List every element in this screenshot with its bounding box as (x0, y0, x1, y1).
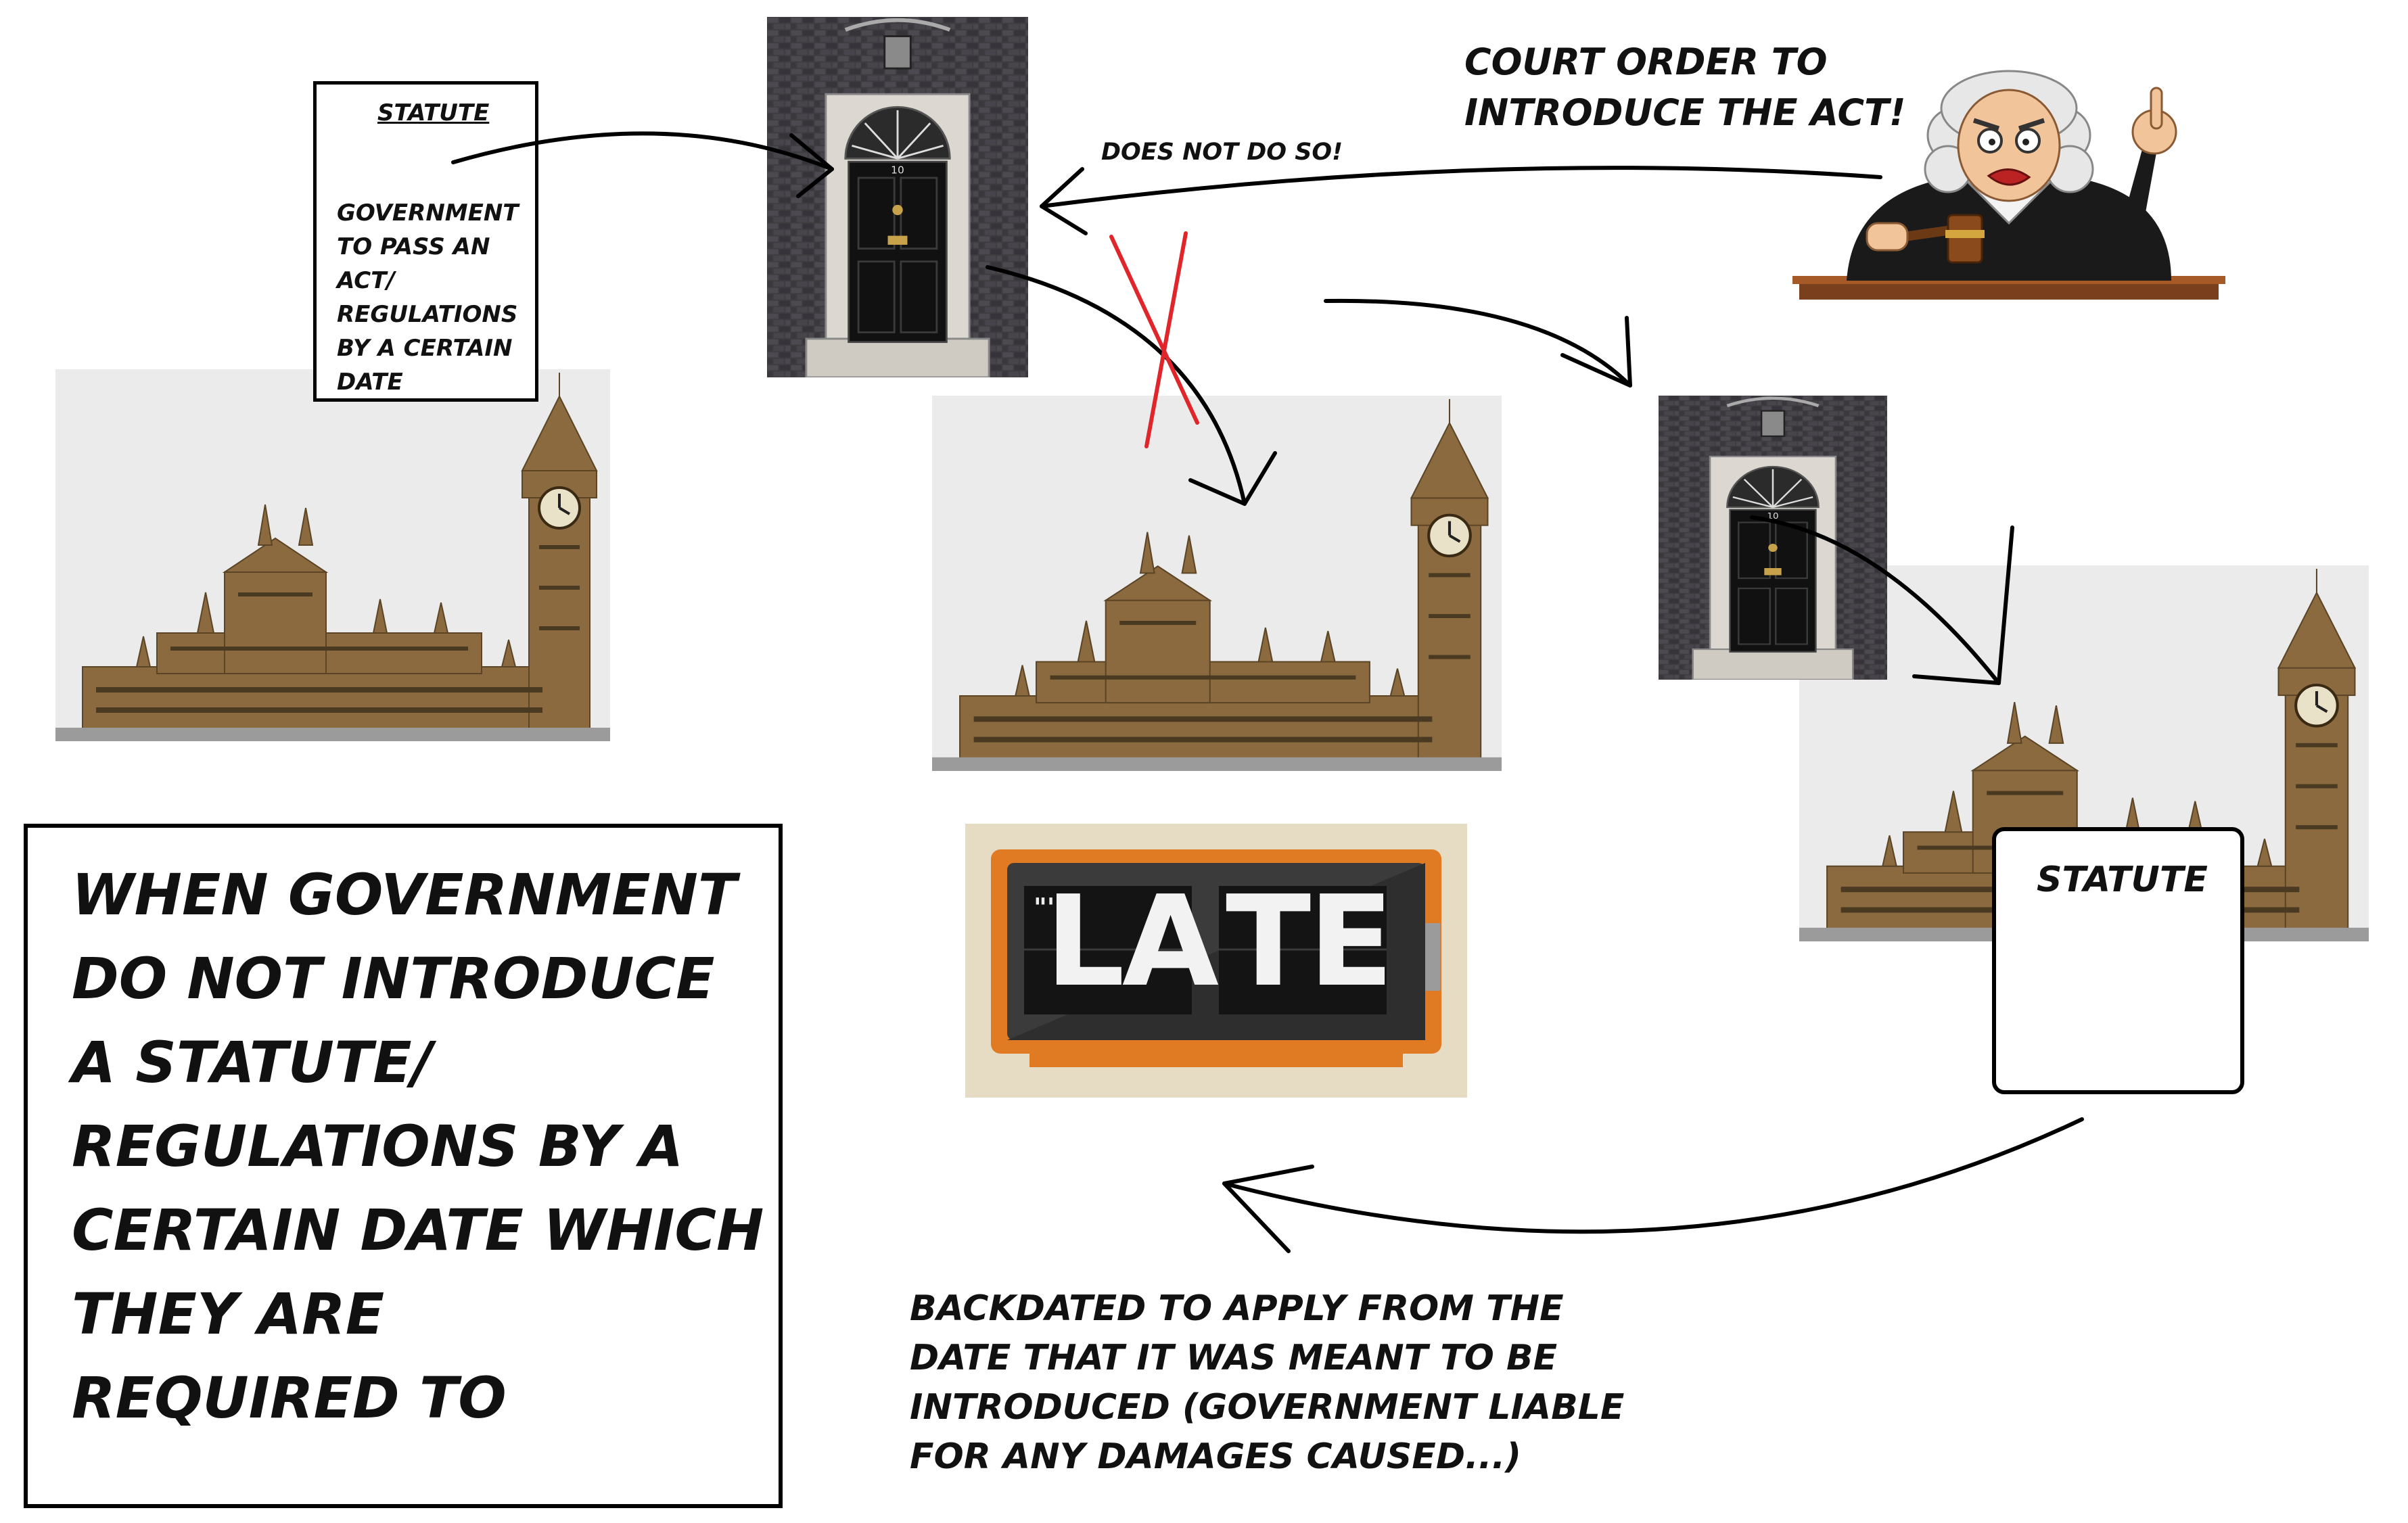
statute-note-line: BY A CERTAIN (337, 335, 512, 362)
statute-note-line: GOVERNMENT (337, 200, 518, 227)
arrow-judge-to-door (1042, 168, 1880, 206)
summary-line: REQUIRED TO (72, 1365, 507, 1431)
arrow-statute-to-late-head (1224, 1167, 1312, 1251)
does-not-do-so-label: DOES NOT DO SO! (1101, 139, 1343, 166)
statute-box: STATUTE (1992, 827, 2244, 1094)
statute-box-title: STATUTE (2037, 860, 2208, 900)
summary-line: A STATUTE/ (72, 1029, 432, 1096)
parliament-image-left (55, 369, 610, 741)
red-cross-line (1111, 237, 1197, 423)
court-order-line: COURT ORDER TO (1464, 41, 1828, 83)
arrow-judge-to-door-head (1042, 169, 1086, 233)
parliament-image-middle (932, 396, 1502, 771)
court-order-line: INTRODUCE THE ACT! (1464, 91, 1906, 134)
summary-line: DO NOT INTRODUCE (72, 945, 715, 1012)
arrow-court-to-second-door-head (1562, 318, 1630, 385)
statute-note-line: REGULATIONS (337, 301, 517, 328)
statute-note: STATUTE GOVERNMENT TO PASS AN ACT/ REGUL… (313, 81, 538, 402)
statute-note-line: DATE (337, 369, 403, 396)
backdated-line: DATE THAT IT WAS MEANT TO BE (910, 1338, 1557, 1378)
statute-note-line: TO PASS AN (337, 233, 490, 260)
statute-note-line: ACT/ (337, 267, 395, 294)
statute-note-title: STATUTE (377, 99, 489, 126)
backdated-line: INTRODUCED (GOVERNMENT LIABLE (910, 1387, 1624, 1428)
backdated-line: BACKDATED TO APPLY FROM THE (910, 1288, 1564, 1329)
arrow-statute-to-late (1224, 1119, 2082, 1232)
summary-line: REGULATIONS BY A (72, 1113, 683, 1179)
downing-street-door-image-right (1659, 396, 1887, 680)
downing-street-door-image-top (767, 17, 1028, 377)
backdated-line: FOR ANY DAMAGES CAUSED...) (910, 1436, 1521, 1477)
summary-box: WHEN GOVERNMENT DO NOT INTRODUCE A STATU… (24, 824, 783, 1508)
late-clock-left-panel-text: LA (1045, 881, 1216, 1002)
arrow-court-to-second-door (1326, 301, 1630, 385)
summary-line: THEY ARE (72, 1281, 384, 1347)
summary-line: WHEN GOVERNMENT (72, 862, 737, 928)
summary-line: CERTAIN DATE WHICH (72, 1197, 764, 1263)
late-clock-right-panel-text: TE (1226, 881, 1391, 1002)
